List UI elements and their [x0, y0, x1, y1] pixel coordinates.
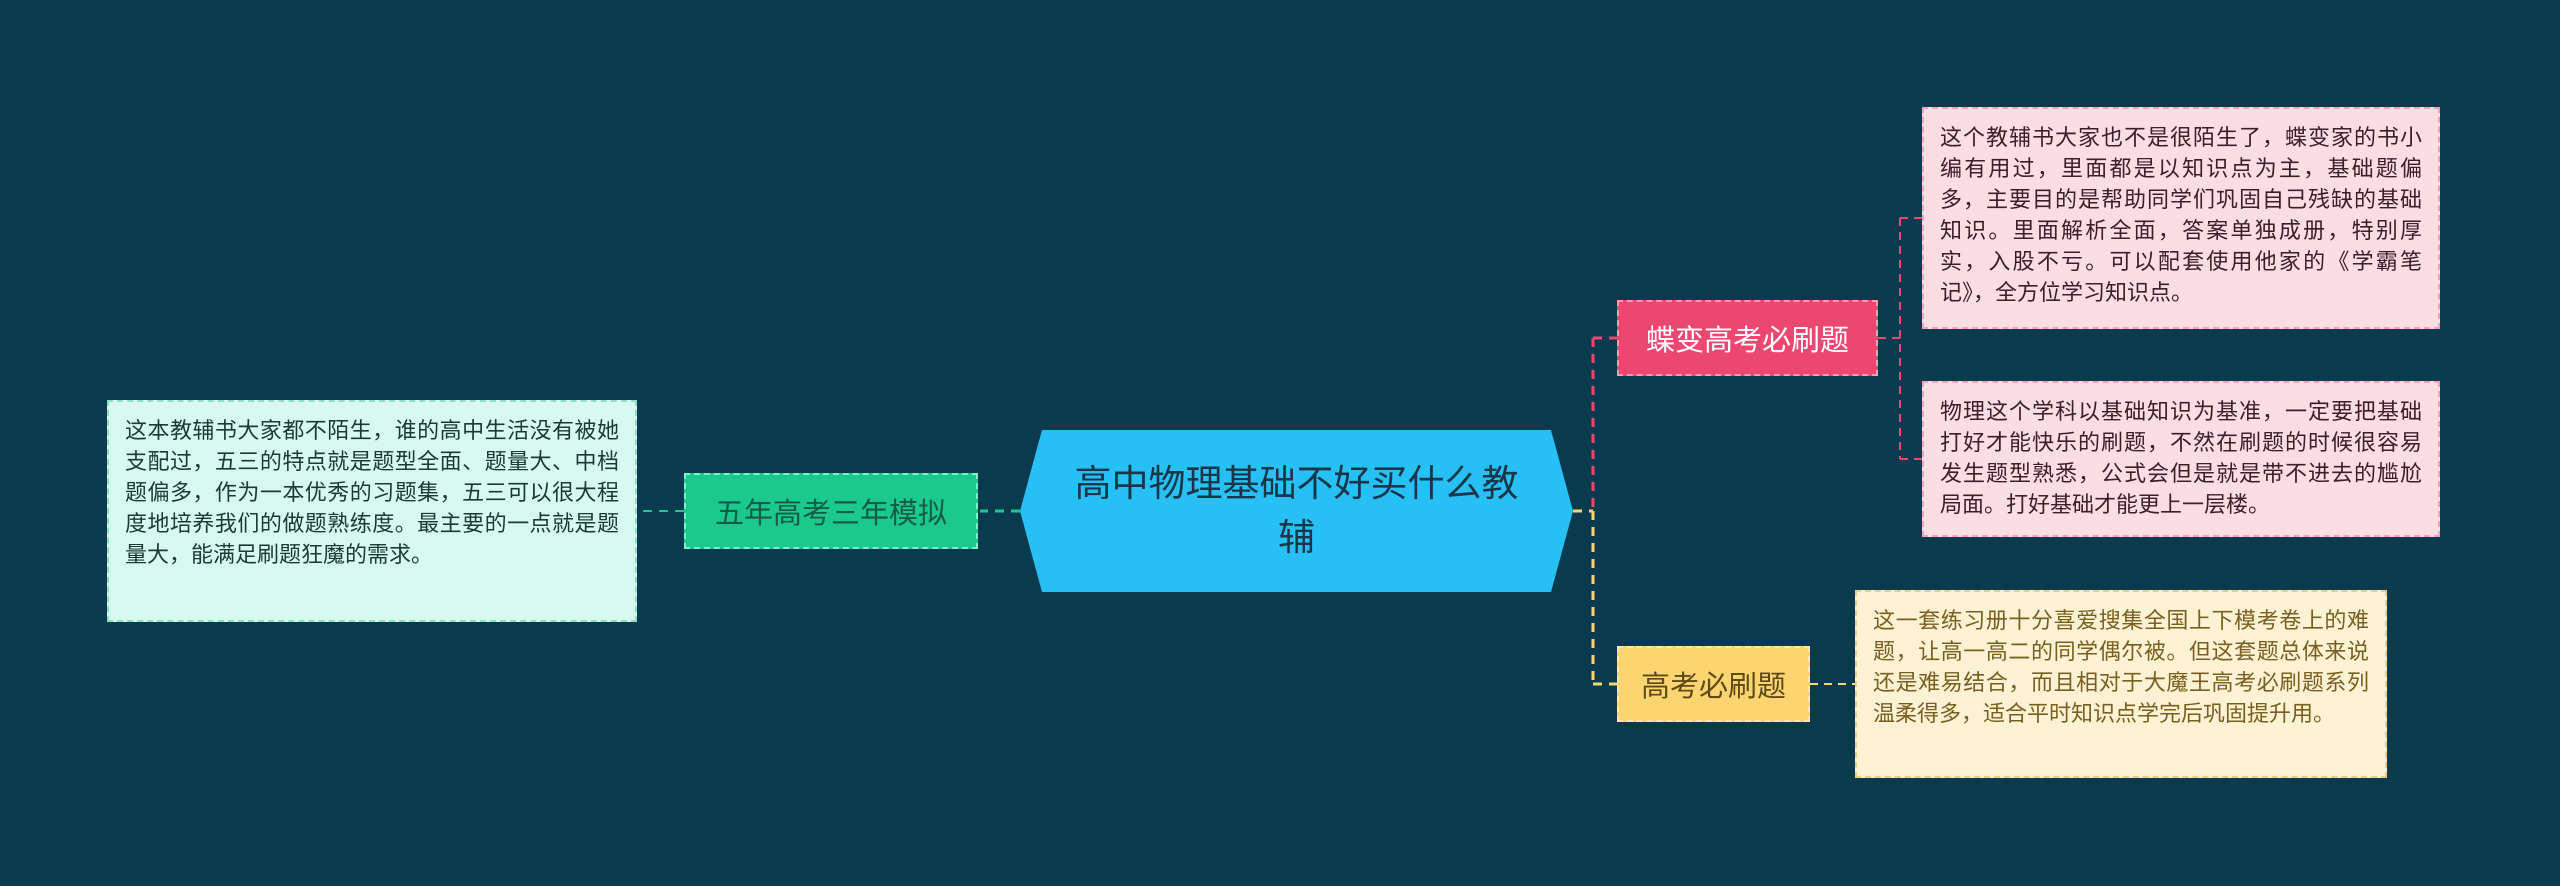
branch-wunian-gaokao[interactable]: 五年高考三年模拟 — [684, 473, 978, 549]
branch-gaokao-bishuati[interactable]: 高考必刷题 — [1617, 646, 1810, 722]
detail-diebian-2-text: 物理这个学科以基础知识为基准，一定要把基础打好才能快乐的刷题，不然在刷题的时候很… — [1940, 400, 2422, 518]
branch-diebian-bishuati[interactable]: 蝶变高考必刷题 — [1617, 300, 1878, 376]
detail-diebian-1-text: 这个教辅书大家也不是很陌生了，蝶变家的书小编有用过，里面都是以知识点为主，基础题… — [1940, 126, 2422, 306]
detail-gaokao-bishuati-text: 这一套练习册十分喜爱搜集全国上下模考卷上的难题，让高一高二的同学偶尔被。但这套题… — [1873, 609, 2369, 727]
branch-diebian-bishuati-label: 蝶变高考必刷题 — [1645, 323, 1849, 357]
detail-diebian-1[interactable]: 这个教辅书大家也不是很陌生了，蝶变家的书小编有用过，里面都是以知识点为主，基础题… — [1922, 107, 2440, 329]
detail-gaokao-bishuati[interactable]: 这一套练习册十分喜爱搜集全国上下模考卷上的难题，让高一高二的同学偶尔被。但这套题… — [1855, 590, 2387, 778]
detail-wunian-gaokao[interactable]: 这本教辅书大家都不陌生，谁的高中生活没有被她支配过，五三的特点就是题型全面、题量… — [107, 400, 637, 622]
branch-wunian-gaokao-label: 五年高考三年模拟 — [714, 496, 947, 530]
root-topic-label: 高中物理基础不好买什么教辅 — [1074, 462, 1519, 559]
branch-gaokao-bishuati-label: 高考必刷题 — [1640, 669, 1786, 703]
detail-wunian-gaokao-text: 这本教辅书大家都不陌生，谁的高中生活没有被她支配过，五三的特点就是题型全面、题量… — [125, 419, 619, 568]
root-topic[interactable]: 高中物理基础不好买什么教辅 — [1020, 430, 1573, 592]
detail-diebian-2[interactable]: 物理这个学科以基础知识为基准，一定要把基础打好才能快乐的刷题，不然在刷题的时候很… — [1922, 381, 2440, 537]
